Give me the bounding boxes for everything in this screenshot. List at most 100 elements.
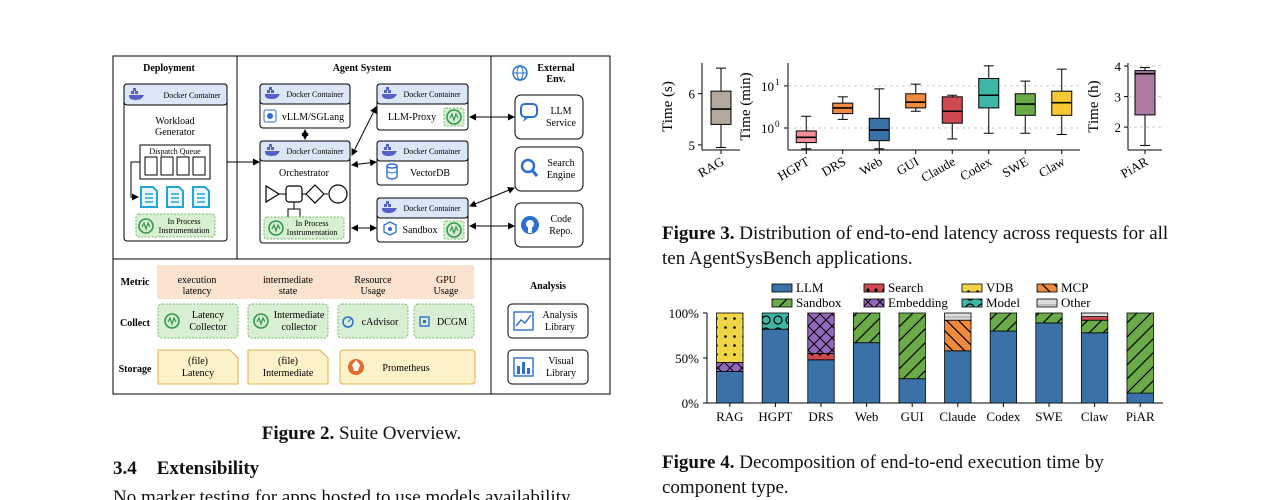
intermediate-collector-label-1: Intermediate [274, 310, 325, 321]
deployment-heading: Deployment [143, 63, 195, 74]
doc-icon [140, 186, 158, 208]
fig4-bar-segment [807, 359, 835, 404]
fig4-bar-segment [1126, 392, 1154, 404]
metric-resource-1: Resource [354, 275, 392, 286]
fig3-xtick-label: PiAR [1118, 153, 1151, 181]
workflow-graph-icon [265, 184, 348, 219]
workload-label-2: Generator [155, 127, 196, 138]
fig3-caption: Figure 3. Distribution of end-to-end lat… [662, 221, 1172, 271]
fig4-legend-label: Sandbox [796, 295, 842, 310]
orchestrator-label: Orchestrator [279, 168, 330, 179]
docker-label: Docker Container [286, 147, 343, 156]
search-engine-label-2: Engine [547, 170, 576, 181]
fig4-bar-segment [1035, 312, 1063, 324]
llm-proxy-box: Docker Container LLM-Proxy [376, 83, 469, 131]
latency-collector-label-2: Collector [189, 322, 227, 333]
llm-service-box: LLM Service [514, 94, 584, 140]
metric-band [157, 265, 474, 299]
fig4-legend-swatch [771, 298, 793, 308]
github-icon [521, 216, 539, 234]
intermediate-file-label-1: (file) [278, 356, 298, 367]
dcgm-box [413, 303, 475, 339]
metric-state-1: intermediate [263, 275, 314, 286]
fig3-box [1134, 70, 1156, 116]
fig4-bar-segment [716, 312, 744, 363]
analysis-library-box: Analysis Library [507, 303, 589, 339]
fig3-ytick-label: 6 [689, 87, 696, 102]
fig4-bar-segment [716, 362, 744, 372]
vllm-label: vLLM/SGLang [282, 112, 344, 123]
fig3-ytick-label: 5 [689, 138, 696, 153]
metric-gpu-2: Usage [434, 286, 460, 297]
llm-proxy-label: LLM-Proxy [388, 112, 436, 123]
doc-icon [166, 186, 184, 208]
intermediate-file-box [247, 349, 329, 385]
docker-label: Docker Container [286, 90, 343, 99]
in-process-label-2: Instrumentation [159, 226, 210, 235]
fig4-xtick-label: RAG [716, 409, 743, 424]
fig2-caption: Figure 2. Suite Overview. [113, 421, 610, 446]
fig4-caption: Figure 4. Decomposition of end-to-end ex… [662, 450, 1172, 500]
fig3-ytick-label: 2 [1115, 120, 1122, 135]
sandbox-box: Docker Container Sandbox [376, 197, 469, 243]
fig2-caption-text: Suite Overview. [334, 423, 462, 444]
visual-library-box: Visual Library [507, 349, 589, 385]
visual-library-label-2: Library [546, 368, 576, 379]
row-label-metric: Metric [121, 277, 150, 288]
row-label-collect: Collect [120, 318, 151, 329]
sandbox-icon [383, 221, 397, 236]
fig4-bar-segment [944, 319, 972, 352]
body-text: No marker testing for apps hosted to use… [113, 489, 571, 500]
section-title: Extensibility [156, 458, 260, 479]
cadvisor-box [337, 303, 409, 339]
vectordb-box: Docker Container VectorDB [376, 140, 469, 186]
fig3-ytick-superscript: 1 [775, 77, 780, 87]
fig4-bar-segment [944, 350, 972, 404]
fig3-xtick-label: RAG [695, 154, 726, 181]
fig3-ylabel: Time (min) [738, 72, 754, 140]
fig4-bar-segment [1080, 332, 1109, 404]
fig3-ylabel: Time (h) [1086, 80, 1102, 132]
docker-label: Docker Container [403, 147, 460, 156]
fig4-bar-segment [1080, 319, 1109, 334]
fig4-bar-segment [852, 342, 881, 404]
fig3-ytick-label: 3 [1115, 90, 1122, 105]
in-process-label-1: In Process [167, 217, 200, 226]
fig4-legend-label: MCP [1061, 280, 1088, 295]
fig4-legend-label: VDB [986, 280, 1014, 295]
metric-latency-2: latency [183, 286, 212, 297]
gauge-icon [342, 316, 354, 328]
fig4-bar-segment [807, 312, 835, 354]
fig4-legend-label: Model [986, 295, 1020, 310]
metric-latency-1: execution [178, 275, 217, 286]
fig4-legend-swatch [771, 283, 793, 293]
metric-state-2: state [279, 286, 298, 297]
fig3-caption-text: Distribution of end-to-end latency acros… [662, 223, 1169, 269]
fig2-diagram: Deployment Agent System External Env. Do… [112, 55, 611, 395]
fig4-xtick-label: DRS [808, 409, 833, 424]
fig4-bar-segment [1126, 312, 1154, 394]
fig4-legend-swatch [1036, 298, 1058, 308]
search-engine-label-1: Search [547, 158, 574, 169]
fig4-bar-segment [716, 371, 744, 404]
section-number: 3.4 [113, 458, 137, 479]
fig4-xtick-label: PiAR [1126, 409, 1155, 424]
fig4-legend-swatch [961, 298, 983, 308]
workload-label-1: Workload [155, 116, 194, 127]
fig4-ytick-label: 100% [669, 306, 700, 321]
fig4-legend-label: LLM [796, 280, 824, 295]
external-env-heading-2: Env. [546, 74, 566, 85]
storage-items: (file) Latency (file) Intermediate Prome… [157, 349, 476, 385]
prometheus-icon [348, 359, 364, 375]
fig4-bar-segment [807, 353, 835, 361]
latency-file-label-2: Latency [182, 368, 214, 379]
prometheus-box [339, 349, 476, 385]
latency-collector-label-1: Latency [192, 310, 224, 321]
fig2-caption-label: Figure 2. [261, 423, 335, 444]
line-chart-icon [513, 311, 534, 331]
fig4-legend-swatch [1036, 283, 1058, 293]
code-repo-label-2: Repo. [549, 226, 573, 237]
metric-resource-2: Usage [361, 286, 387, 297]
chat-icon [520, 103, 538, 122]
